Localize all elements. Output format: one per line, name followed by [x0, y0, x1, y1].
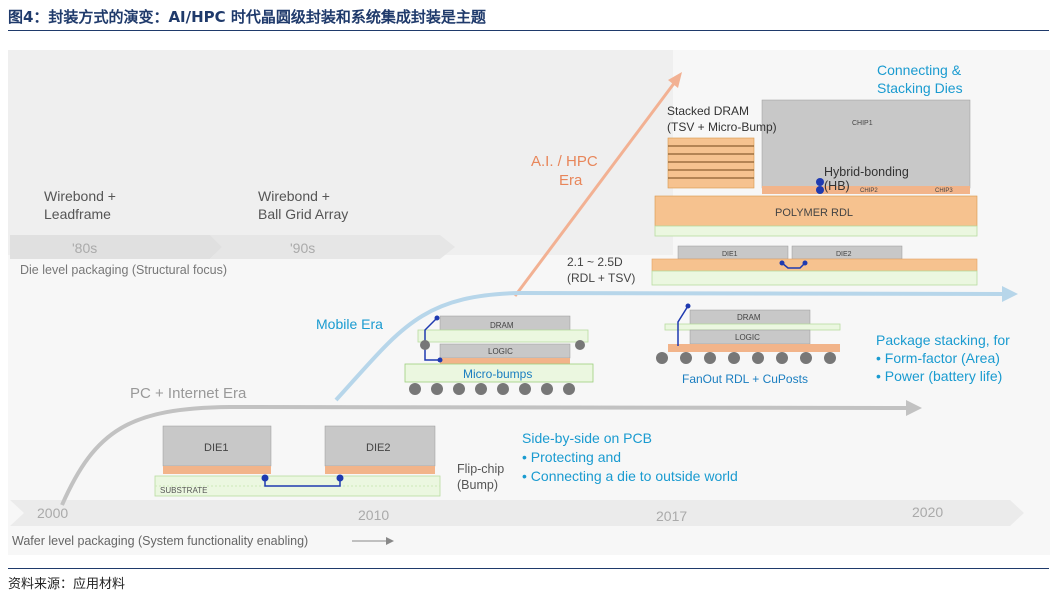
year-80s: '80s	[72, 240, 97, 256]
two-five-d-package: DIE1 DIE2 2.1 ~ 2.5D (RDL + TSV)	[567, 245, 978, 286]
flip-chip-line2: (Bump)	[457, 478, 498, 492]
mobile-dram-label: DRAM	[490, 321, 514, 330]
bottom-rule	[8, 568, 1049, 569]
year-arrow	[10, 500, 1024, 526]
flip-chip-line1: Flip-chip	[457, 462, 504, 476]
two-five-d-line1: 2.1 ~ 2.5D	[567, 255, 623, 269]
side-by-side-package: DIE1 DIE2 SUBSTRATE Flip-chip (Bump)	[154, 425, 504, 497]
wirebond-bga-line2: Ball Grid Array	[258, 206, 348, 222]
interposer	[651, 258, 978, 272]
hybrid-bonding-line2: (HB)	[824, 179, 850, 193]
fanout-rdl	[668, 344, 840, 352]
die-level-label: Die level packaging (Structural focus)	[20, 263, 227, 277]
ai-hpc-arrow	[513, 77, 680, 297]
package-stacking-bullet-2: • Power (battery life)	[876, 368, 1002, 384]
polymer-rdl-label: POLYMER RDL	[775, 207, 853, 219]
die2-chip	[324, 425, 436, 467]
die1-label: DIE1	[204, 442, 228, 454]
arrow-80s	[10, 235, 222, 259]
ai-hpc-line1: A.I. / HPC	[531, 153, 598, 170]
chip1-label: CHIP1	[852, 120, 873, 127]
chip2-label: CHIP2	[860, 188, 878, 194]
mobile-era-curve	[334, 290, 1006, 402]
top-rule	[8, 30, 1049, 31]
fanout-label: FanOut RDL + CuPosts	[682, 372, 808, 386]
wirebond-leadframe-line1: Wirebond +	[44, 188, 116, 204]
mobile-era-arrow-head	[1002, 286, 1018, 302]
wafer-level-label: Wafer level packaging (System functional…	[12, 534, 308, 548]
ai-hpc-line2: Era	[559, 172, 583, 189]
mobile-substrate	[404, 363, 594, 383]
year-90s: '90s	[290, 240, 315, 256]
connecting-line1: Connecting &	[877, 62, 962, 78]
die2-label: DIE2	[366, 442, 390, 454]
chip1	[761, 99, 971, 189]
side-by-side-heading: Side-by-side on PCB	[522, 430, 652, 446]
die1-bumps	[163, 466, 271, 474]
stacked-dram-line2: (TSV + Micro-Bump)	[667, 120, 777, 134]
year-2020: 2020	[912, 504, 943, 520]
package-stacking-bullet-1: • Form-factor (Area)	[876, 350, 1000, 366]
two-five-d-die1-label: DIE1	[722, 251, 738, 258]
die-level-band	[8, 50, 673, 255]
stacked-dram-line1: Stacked DRAM	[667, 104, 749, 118]
arrow-90s	[210, 235, 455, 259]
die1-chip	[162, 425, 272, 467]
two-five-d-die2-label: DIE2	[836, 251, 852, 258]
year-2017: 2017	[656, 508, 687, 524]
chip3-label: CHIP3	[935, 188, 953, 194]
figure-title: 图4：封装方式的演变：AI/HPC 时代晶圆级封装和系统集成封装是主题	[8, 8, 486, 26]
wafer-level-arrow-head	[386, 537, 394, 545]
year-2000: 2000	[37, 505, 68, 521]
pc-internet-curve	[60, 404, 911, 506]
die2-bumps	[325, 466, 435, 474]
two-five-d-substrate	[651, 270, 978, 286]
interconnect-node-left	[261, 474, 269, 482]
side-by-side-bullet-2: • Connecting a die to outside world	[522, 468, 738, 484]
fanout-interconnect	[677, 305, 689, 346]
chip2-chip3-layer	[762, 186, 970, 194]
year-2010: 2010	[358, 507, 389, 523]
substrate-label: SUBSTRATE	[160, 486, 207, 495]
ai-hpc-arrow-head	[668, 72, 682, 88]
micro-bumps-label: Micro-bumps	[463, 367, 532, 381]
side-by-side-bullet-1: • Protecting and	[522, 449, 621, 465]
interconnect-node-right	[336, 474, 344, 482]
wirebond-bga-line1: Wirebond +	[258, 188, 330, 204]
mobile-era-label: Mobile Era	[316, 316, 383, 332]
fanout-dram-label: DRAM	[737, 313, 761, 322]
pc-internet-arrow-head	[906, 400, 922, 416]
hybrid-bonding-line1: Hybrid-bonding	[824, 165, 909, 179]
connecting-line2: Stacking Dies	[877, 80, 963, 96]
fanout-package: DRAM LOGIC FanOut RDL + CuPosts	[656, 303, 841, 386]
pc-internet-label: PC + Internet Era	[130, 385, 247, 402]
package-stacking-heading: Package stacking, for	[876, 332, 1010, 348]
two-five-d-line2: (RDL + TSV)	[567, 271, 635, 285]
fanout-logic-label: LOGIC	[735, 333, 760, 342]
stacked-package: Stacked DRAM (TSV + Micro-Bump) CHIP1 Hy…	[654, 62, 978, 237]
mobile-package: DRAM LOGIC Micro-bumps	[404, 315, 594, 395]
wirebond-leadframe-line2: Leadframe	[44, 206, 111, 222]
source-note: 资料来源：应用材料	[8, 577, 126, 592]
mobile-logic-label: LOGIC	[488, 347, 513, 356]
